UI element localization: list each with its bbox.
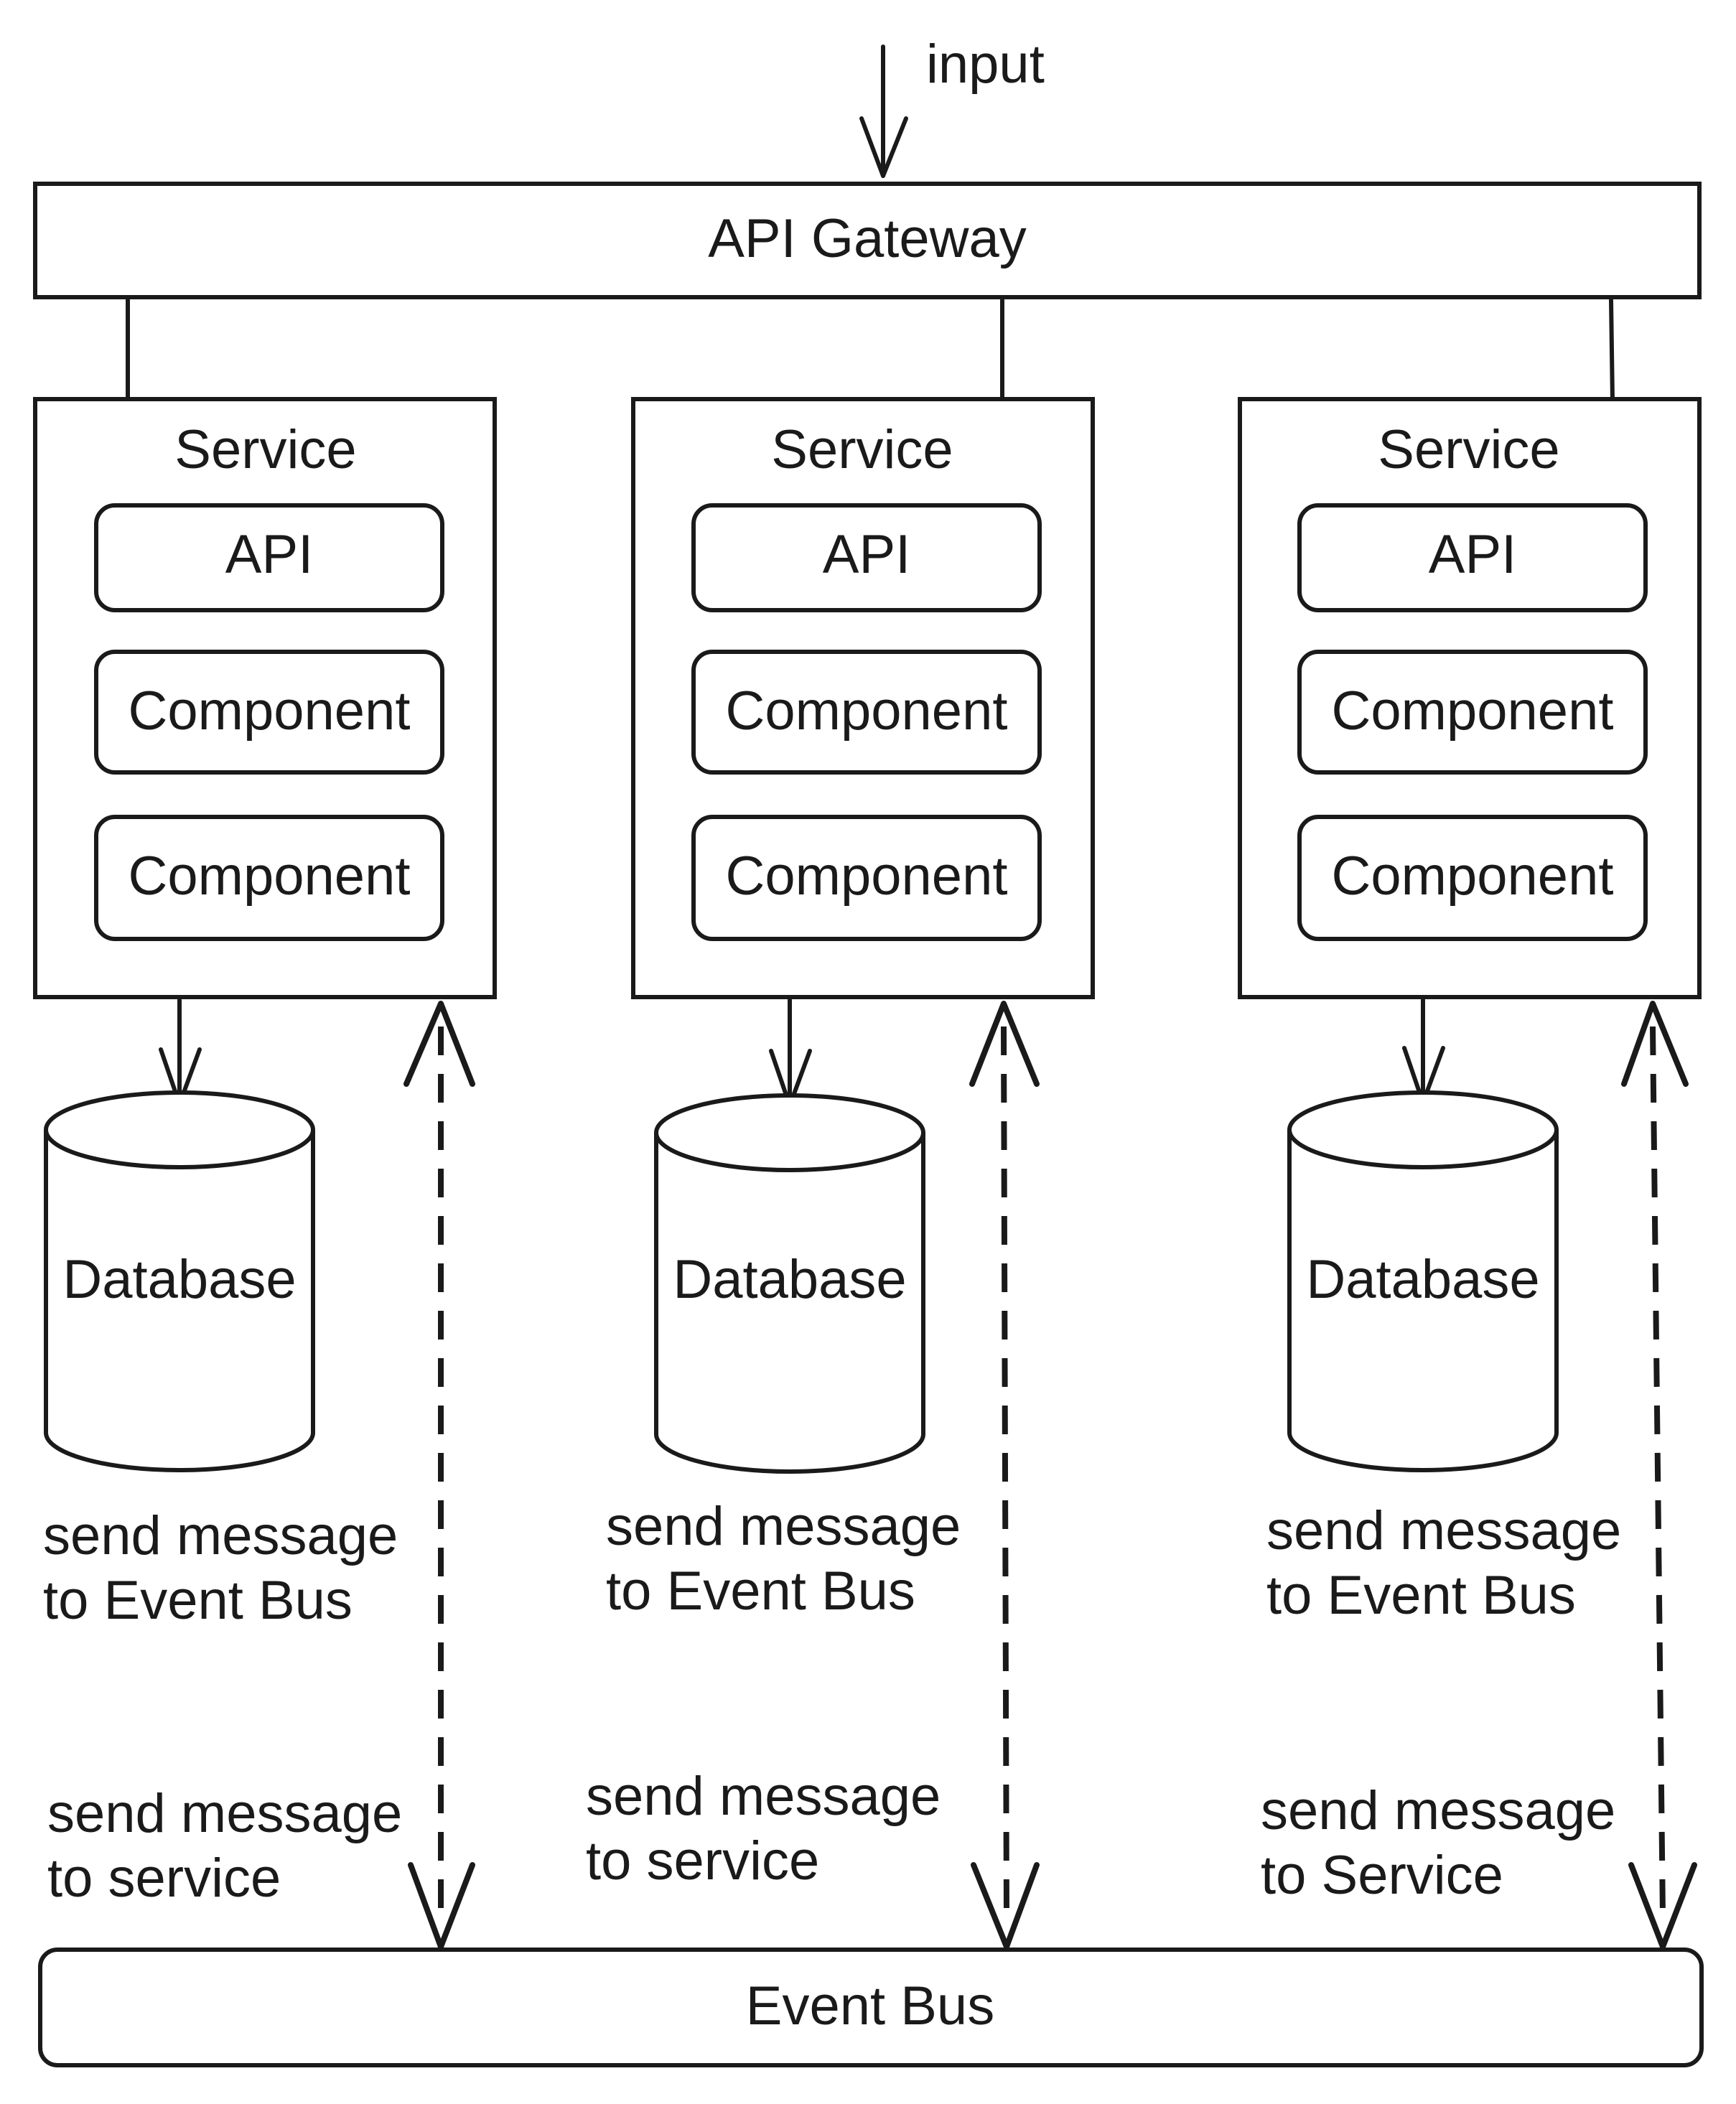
- database-3: Database: [1287, 1090, 1559, 1472]
- service-1-to-database-arrow: [159, 998, 202, 1106]
- service-1-send-to-bus-line-1: send message: [43, 1505, 398, 1566]
- service-2-to-database-arrow: [769, 998, 812, 1108]
- database-1-label: Database: [62, 1249, 296, 1310]
- service-3-event-bus-dashed-arrow: [1621, 1001, 1697, 1950]
- service-1-send-to-service-line-1: send message: [47, 1783, 402, 1844]
- service-3-api-label: API: [1429, 524, 1517, 585]
- service-2-send-to-service-line-1: send message: [586, 1766, 941, 1827]
- service-1-title: Service: [174, 419, 356, 480]
- service-3-component-1: Component: [1297, 650, 1648, 775]
- service-1-component-2: Component: [94, 815, 444, 941]
- service-3-component-2-label: Component: [1332, 846, 1614, 907]
- service-1-component-1: Component: [94, 650, 444, 775]
- service-3-api: API: [1297, 503, 1648, 612]
- service-2-component-1: Component: [691, 650, 1042, 775]
- service-2-send-to-bus-line-1: send message: [606, 1496, 961, 1557]
- event-bus: Event Bus: [38, 1948, 1704, 2067]
- service-3-title: Service: [1378, 419, 1559, 480]
- service-3-send-to-bus-line-1: send message: [1266, 1500, 1621, 1561]
- service-3-component-2: Component: [1297, 815, 1648, 941]
- database-1: Database: [44, 1090, 315, 1472]
- database-3-label: Database: [1306, 1249, 1539, 1310]
- input-arrow: [859, 45, 908, 178]
- service-2: Service API Component Component: [631, 397, 1095, 999]
- service-3-send-to-service-line-1: send message: [1261, 1780, 1615, 1841]
- service-1-send-to-service-line-2: to service: [47, 1848, 281, 1909]
- service-3-send-to-service-line-2: to Service: [1261, 1845, 1503, 1906]
- service-2-api-label: API: [823, 524, 911, 585]
- service-2-component-2-label: Component: [726, 846, 1008, 907]
- service-3-component-1-label: Component: [1332, 681, 1614, 742]
- service-2-send-to-bus-line-2: to Event Bus: [606, 1561, 915, 1622]
- service-1-component-1-label: Component: [129, 681, 411, 742]
- event-bus-label: Event Bus: [746, 1976, 994, 2037]
- service-2-event-bus-dashed-arrow: [969, 1001, 1040, 1950]
- service-3-send-to-bus-line-2: to Event Bus: [1266, 1565, 1576, 1626]
- service-2-title: Service: [771, 419, 953, 480]
- api-gateway: API Gateway: [33, 182, 1702, 299]
- service-1-api-label: API: [225, 524, 314, 585]
- service-3: Service API Component Component: [1238, 397, 1702, 999]
- service-2-api: API: [691, 503, 1042, 612]
- service-2-send-to-service-line-2: to service: [586, 1831, 819, 1892]
- service-1: Service API Component Component: [33, 397, 497, 999]
- service-1-api: API: [94, 503, 444, 612]
- service-2-component-1-label: Component: [726, 681, 1008, 742]
- service-1-event-bus-dashed-arrow: [403, 1001, 475, 1950]
- database-2-label: Database: [673, 1249, 906, 1310]
- service-1-component-2-label: Component: [129, 846, 411, 907]
- database-2: Database: [654, 1093, 925, 1474]
- service-1-send-to-bus-line-2: to Event Bus: [43, 1570, 353, 1631]
- api-gateway-label: API Gateway: [708, 208, 1027, 269]
- service-2-component-2: Component: [691, 815, 1042, 941]
- input-label: input: [926, 34, 1045, 95]
- service-3-to-database-arrow: [1402, 998, 1445, 1105]
